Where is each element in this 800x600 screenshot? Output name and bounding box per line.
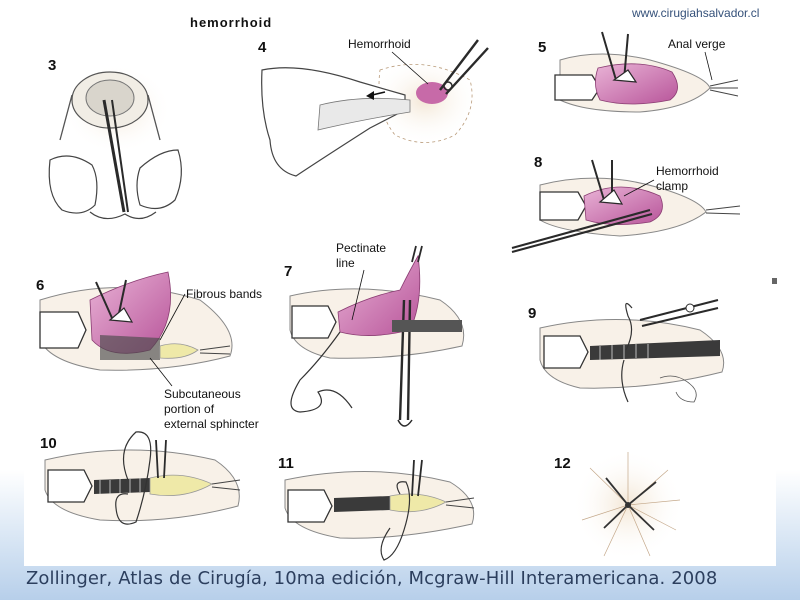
top-cut-label: hemorrhoid: [190, 15, 272, 30]
figure-number-12: 12: [554, 455, 571, 472]
figure-8: 8 Hemorrhoid clamp: [511, 154, 741, 254]
label-subcutaneous: Subcutaneous: [164, 387, 241, 401]
figure-5: 5 Anal verge: [538, 31, 739, 113]
figure-6: 6 Fibrous bands Subcutaneous portion of …: [36, 271, 262, 431]
figure-number-11: 11: [278, 455, 294, 472]
label-hemorrhoid-fig4: Hemorrhoid: [348, 37, 411, 51]
figure-3: 3: [48, 57, 182, 220]
label-fibrous-bands: Fibrous bands: [186, 287, 262, 301]
figure-number-4: 4: [258, 39, 267, 56]
citation-footer: Zollinger, Atlas de Cirugía, 10ma edició…: [26, 568, 718, 589]
figure-number-6: 6: [36, 277, 44, 294]
figure-number-5: 5: [538, 39, 546, 56]
figure-11: 11: [278, 455, 475, 561]
figure-4: 4 Hemorrhoid: [258, 37, 489, 177]
label-pectinate-line: line: [336, 256, 355, 270]
figure-number-9: 9: [528, 305, 536, 322]
figure-9: 9: [528, 299, 725, 403]
figure-10: 10: [40, 431, 241, 525]
label-anal-verge: Anal verge: [668, 37, 726, 51]
source-watermark: www.cirugiahsalvador.cl: [632, 6, 760, 20]
slide-edge-mark: [772, 278, 777, 284]
figure-7: 7 Pectinate line: [284, 241, 465, 427]
figure-12: 12: [554, 449, 684, 561]
figure-number-10: 10: [40, 435, 57, 452]
label-clamp-fig8: clamp: [656, 179, 688, 193]
label-external-sphincter: external sphincter: [164, 417, 259, 431]
label-pectinate: Pectinate: [336, 241, 386, 255]
label-portion-of: portion of: [164, 402, 215, 416]
figure-number-8: 8: [534, 154, 542, 171]
label-hemorrhoid-fig8: Hemorrhoid: [656, 164, 719, 178]
figure-number-7: 7: [284, 263, 292, 280]
figure-number-3: 3: [48, 57, 56, 74]
